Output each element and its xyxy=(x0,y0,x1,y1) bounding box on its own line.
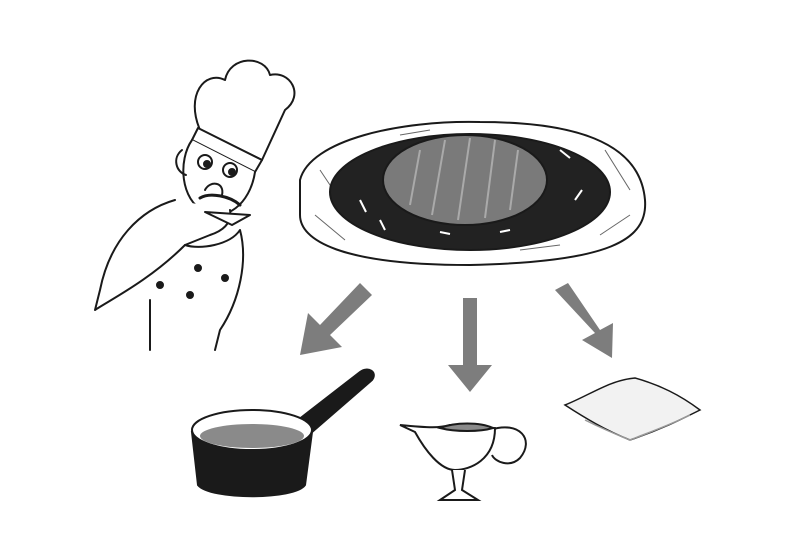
gravy-boat xyxy=(399,422,527,501)
arrow-to-napkin xyxy=(555,283,613,358)
napkin xyxy=(563,377,702,441)
chef xyxy=(94,59,296,351)
chef-body xyxy=(94,199,251,351)
steak-plate xyxy=(299,120,647,266)
arrows xyxy=(300,283,613,392)
saucepan xyxy=(190,368,375,498)
chef-hat xyxy=(191,59,296,173)
chef-head xyxy=(175,139,256,216)
arrow-to-saucepan xyxy=(300,283,372,355)
steak xyxy=(382,134,548,226)
arrow-to-gravy-boat xyxy=(448,298,492,392)
